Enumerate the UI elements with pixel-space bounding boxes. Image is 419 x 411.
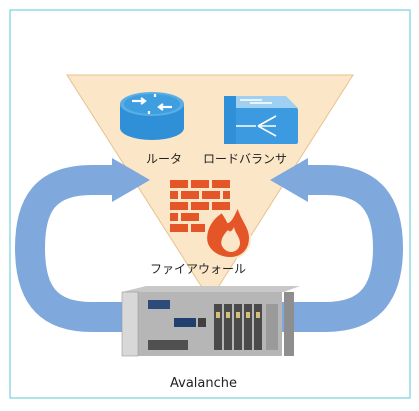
avalanche-appliance-image <box>121 286 300 357</box>
left-cycle-arrow <box>14 158 150 332</box>
load-balancer-icon <box>224 96 298 144</box>
router-icon <box>120 92 184 140</box>
router-label: ルータ <box>146 152 183 166</box>
device-label: Avalanche <box>170 376 237 391</box>
firewall-icon <box>170 180 252 260</box>
firewall-label: ファイアウォール <box>150 262 247 276</box>
right-cycle-arrow <box>270 158 404 332</box>
load-balancer-label: ロードバランサ <box>203 152 288 166</box>
